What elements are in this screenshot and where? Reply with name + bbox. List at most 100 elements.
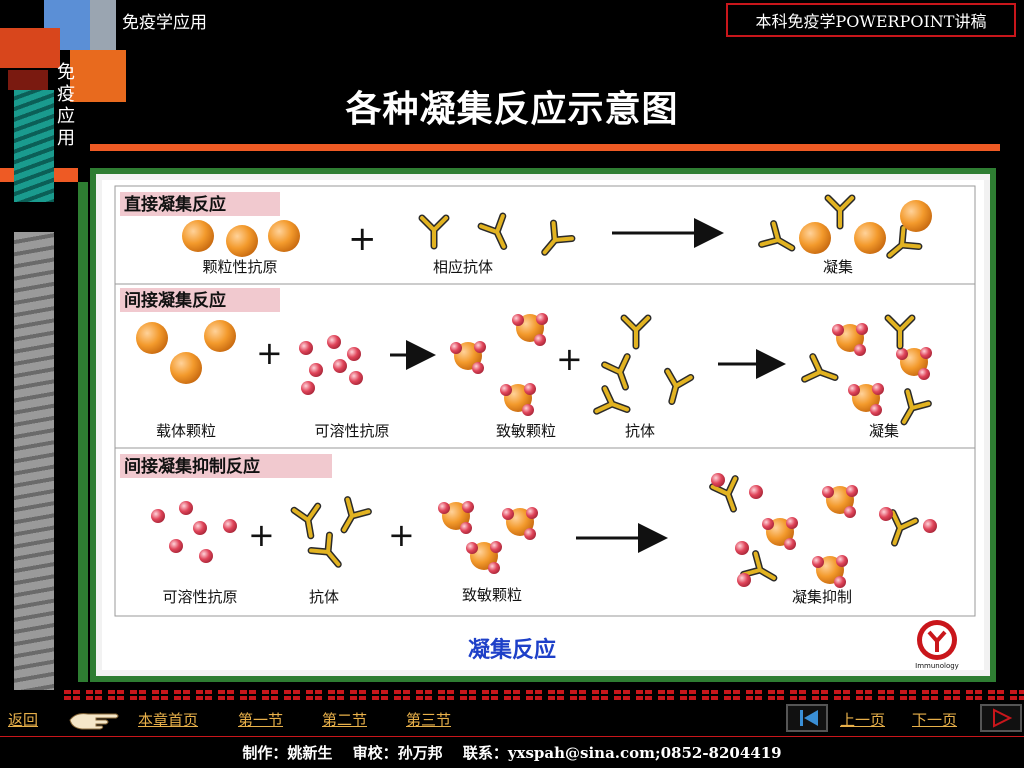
label-soluble-antigen: 可溶性抗原 [314, 422, 389, 440]
soluble-antigen [309, 363, 323, 377]
soluble-antigen [349, 371, 363, 385]
antibody-icon [481, 216, 515, 252]
soluble-antigen [333, 359, 347, 373]
panel-heading-bg [120, 288, 280, 312]
sensitized-particle [466, 541, 502, 574]
sensitized-particle [512, 313, 548, 346]
particle-antigen [900, 200, 932, 232]
side-label-char: 免 [57, 62, 75, 83]
decor-block-darkred [8, 70, 48, 90]
sensitized-particle [450, 341, 486, 374]
panel-heading-indirect: 间接凝集反应 [124, 290, 226, 311]
side-label-char: 疫 [57, 84, 75, 105]
plus-sign: + [388, 516, 415, 554]
antibody-icon [536, 223, 572, 260]
antibody-icon [805, 357, 840, 389]
sensitized-particle [832, 323, 868, 356]
particle-antigen [226, 225, 258, 257]
diagram-caption: 凝集反应 [467, 638, 556, 663]
label-carrier-particle: 载体颗粒 [156, 422, 216, 440]
plus-sign: + [348, 219, 377, 259]
label-antibody: 抗体 [309, 588, 339, 606]
plus-sign: + [556, 340, 583, 378]
sensitized-particle [438, 501, 474, 534]
first-page-button[interactable] [786, 704, 828, 732]
last-page-button[interactable] [980, 704, 1022, 732]
particle-antigen [854, 222, 886, 254]
section1-link[interactable]: 第一节 [238, 711, 284, 729]
particle-antigen [799, 222, 831, 254]
antibody-icon [888, 318, 912, 346]
section3-link[interactable]: 第三节 [406, 711, 452, 729]
soluble-antigen [749, 485, 763, 499]
label-agglutination: 凝集 [823, 258, 853, 276]
title-underline [90, 144, 1000, 151]
sensitized-particle [762, 517, 798, 550]
antibody-icon [624, 318, 648, 346]
immunology-logo: Immunology [915, 620, 959, 670]
label-agglutination-inhibition: 凝集抑制 [792, 588, 852, 606]
antibody-icon [422, 218, 446, 246]
section2-link[interactable]: 第二节 [322, 711, 368, 729]
antibody-icon [660, 371, 690, 404]
panel-inhibition-border [114, 447, 976, 617]
panel-heading-direct: 直接凝集反应 [124, 194, 226, 215]
soluble-antigen [347, 347, 361, 361]
label-sensitized-particle: 致敏颗粒 [462, 586, 522, 604]
soluble-antigen [879, 507, 893, 521]
label-soluble-antigen: 可溶性抗原 [162, 588, 237, 606]
chapter-home-link[interactable]: 本章首页 [138, 711, 199, 729]
lecture-title: 本科免疫学POWERPOINT讲稿 [755, 12, 987, 31]
rewind-icon [800, 710, 818, 726]
antibody-icon [597, 389, 632, 421]
carrier-particle [136, 322, 168, 354]
particle-antigen [182, 220, 214, 252]
soluble-antigen [737, 573, 751, 587]
sensitized-particle [500, 383, 536, 416]
lecture-title-box: 本科免疫学POWERPOINT讲稿 [726, 3, 1016, 37]
antibody-icon [828, 198, 852, 226]
soluble-antigen [223, 519, 237, 533]
play-icon [993, 708, 1013, 728]
soluble-antigen [735, 541, 749, 555]
label-particulate-antigen: 颗粒性抗原 [202, 258, 277, 276]
decor-block-grey [90, 0, 116, 55]
decor-strip-grey [14, 232, 54, 690]
plus-sign: + [248, 516, 275, 554]
panel-heading-bg [120, 454, 332, 478]
soluble-antigen [299, 341, 313, 355]
soluble-antigen [169, 539, 183, 553]
back-link[interactable]: 返回 [8, 711, 39, 729]
antibody-icon [762, 224, 798, 259]
prev-page-link[interactable]: 上一页 [840, 711, 886, 729]
decor-block-red [0, 28, 60, 68]
decor-pattern-strip [62, 688, 1024, 702]
antibody-icon [311, 535, 347, 572]
next-page-link[interactable]: 下一页 [912, 711, 958, 729]
slide-title: 各种凝集反应示意图 [345, 88, 679, 130]
soluble-antigen [193, 521, 207, 535]
carrier-particle [170, 352, 202, 384]
sensitized-particle [848, 383, 884, 416]
pointing-hand-icon[interactable] [66, 708, 122, 730]
decor-strip-teal [14, 90, 54, 202]
decor-block-orange [70, 50, 126, 102]
soluble-antigen [327, 335, 341, 349]
particle-antigen [268, 220, 300, 252]
antibody-icon [605, 357, 637, 392]
soluble-antigen [923, 519, 937, 533]
soluble-antigen [301, 381, 315, 395]
sensitized-particle [812, 555, 848, 588]
side-label-char: 用 [57, 128, 75, 149]
course-title: 免疫学应用 [122, 13, 207, 33]
logo-text: Immunology [915, 662, 959, 670]
side-label-char: 应 [57, 106, 75, 127]
side-vertical-label: 免 疫 应 用 [54, 62, 78, 150]
soluble-antigen [711, 473, 725, 487]
carrier-particle [204, 320, 236, 352]
antibody-icon [882, 228, 919, 264]
credits-bar: 制作：姚新生 审校：孙万邦 联系：yxspah@sina.com;0852-82… [0, 736, 1024, 768]
label-agglutination: 凝集 [869, 422, 899, 440]
label-sensitized-particle: 致敏颗粒 [496, 422, 556, 440]
